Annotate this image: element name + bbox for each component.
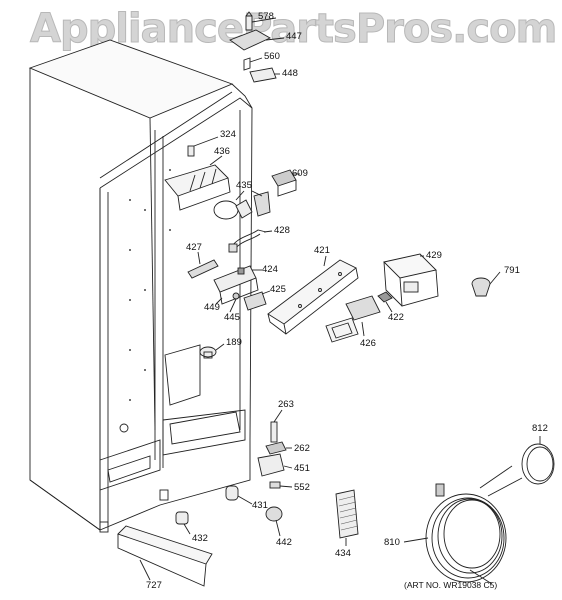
callout-262: 262 — [294, 443, 310, 454]
callout-429: 429 — [426, 250, 442, 261]
refrigerator-case — [28, 39, 253, 533]
screw-324 — [187, 136, 219, 157]
socket-609 — [271, 169, 300, 197]
callout-428: 428 — [274, 225, 290, 236]
light-shield-436 — [164, 155, 231, 211]
cover-426 — [325, 295, 381, 343]
grommet-189 — [199, 343, 225, 359]
callout-434: 434 — [335, 548, 351, 559]
callout-810: 810 — [384, 537, 400, 548]
callout-560: 560 — [264, 51, 280, 62]
callout-447: 447 — [286, 31, 302, 42]
control-housing-421 — [267, 255, 359, 335]
callout-425: 425 — [270, 284, 286, 295]
callout-552: 552 — [294, 482, 310, 493]
callout-426: 426 — [360, 338, 376, 349]
water-tube-810 — [403, 465, 523, 585]
callout-449: 449 — [204, 302, 220, 313]
callout-435: 435 — [236, 180, 252, 191]
callout-263: 263 — [278, 399, 294, 410]
callout-451: 451 — [294, 463, 310, 474]
art-number: (ART NO. WR19038 C5) — [404, 580, 498, 590]
wire-harness-428 — [228, 229, 273, 253]
callout-578: 578 — [258, 11, 274, 22]
cap-791 — [471, 271, 501, 297]
callout-427: 427 — [186, 242, 202, 253]
callout-324: 324 — [220, 129, 236, 140]
valve-bracket — [257, 409, 293, 489]
callout-727: 727 — [146, 580, 162, 591]
ring-812 — [521, 436, 555, 485]
hinge-bracket-assembly — [229, 11, 285, 83]
callout-422: 422 — [388, 312, 404, 323]
light-bulb-435 — [213, 190, 271, 220]
callout-442: 442 — [276, 537, 292, 548]
callout-424: 424 — [262, 264, 278, 275]
connector-427 — [187, 251, 219, 279]
small-fittings — [175, 485, 283, 537]
grille-434 — [335, 489, 359, 546]
callout-445: 445 — [224, 312, 240, 323]
callout-609: 609 — [292, 168, 308, 179]
clip-422 — [377, 291, 393, 313]
callout-436: 436 — [214, 146, 230, 157]
callout-432: 432 — [192, 533, 208, 544]
callout-448: 448 — [282, 68, 298, 79]
toe-grille-727 — [117, 525, 213, 587]
callout-421: 421 — [314, 245, 330, 256]
callout-812: 812 — [532, 423, 548, 434]
control-parts — [213, 265, 271, 313]
callout-791: 791 — [504, 265, 520, 276]
bracket-429 — [383, 253, 439, 307]
callout-189: 189 — [226, 337, 242, 348]
callout-431: 431 — [252, 500, 268, 511]
